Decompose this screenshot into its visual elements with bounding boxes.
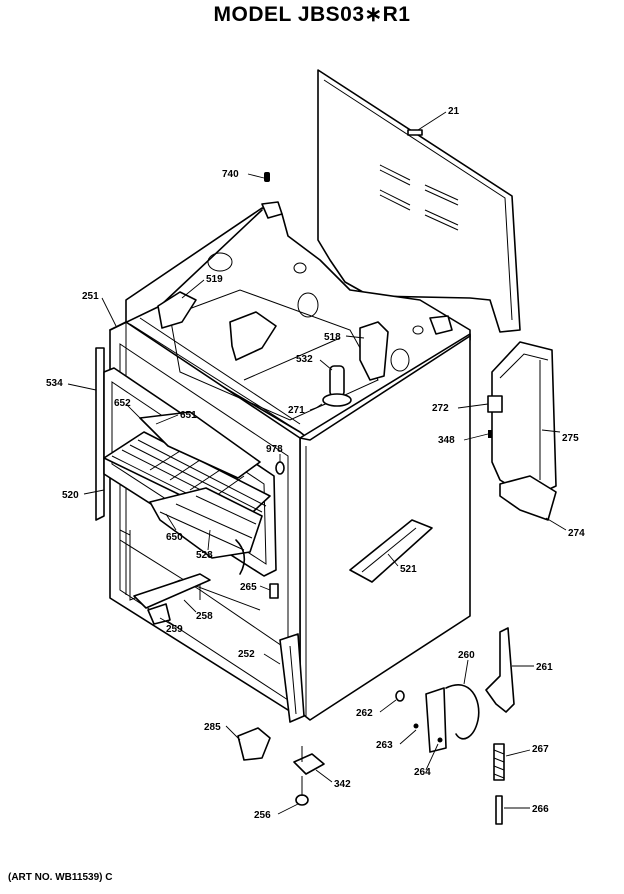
part-21-back-panel [317, 69, 521, 333]
callout-261: 261 [536, 662, 553, 673]
callout-labels: 21 740 519 251 518 532 534 271 272 652 6… [46, 106, 585, 821]
part-528-bake-element [149, 487, 263, 575]
part-532-igniter [315, 365, 352, 409]
part-534-trim [95, 347, 105, 521]
part-267-spring [493, 743, 505, 781]
part-261-hinge-arm [485, 627, 515, 713]
part-348-screw [488, 430, 492, 438]
callout-285: 285 [204, 722, 221, 733]
callout-521: 521 [400, 564, 417, 575]
callout-266: 266 [532, 804, 549, 815]
callout-652: 652 [114, 398, 131, 409]
part-275-rear-cover [491, 341, 557, 499]
callout-978: 978 [266, 444, 283, 455]
part-bracket-inner [229, 311, 277, 361]
part-265-latch [269, 583, 279, 599]
callout-256: 256 [254, 810, 271, 821]
callout-342: 342 [334, 779, 351, 790]
callout-264: 264 [414, 767, 431, 778]
part-262-grommet [395, 690, 405, 702]
callout-740: 740 [222, 169, 239, 180]
diagram-title: MODEL JBS03∗R1 [213, 3, 411, 26]
leader-lines [67, 111, 567, 815]
part-252-front-strip [279, 633, 305, 723]
callout-348: 348 [438, 435, 455, 446]
part-258-hinge-channel [133, 573, 211, 625]
callout-258: 258 [196, 611, 213, 622]
callout-265: 265 [240, 582, 257, 593]
part-518-bracket [359, 321, 389, 381]
callout-263: 263 [376, 740, 393, 751]
callout-534: 534 [46, 378, 63, 389]
part-266-pin [495, 795, 503, 825]
callout-260: 260 [458, 650, 475, 661]
callout-259: 259 [166, 624, 183, 635]
callout-650: 650 [166, 532, 183, 543]
callout-651: 651 [180, 410, 197, 421]
callout-272: 272 [432, 403, 449, 414]
part-740-clip [264, 172, 270, 182]
callout-251: 251 [82, 291, 99, 302]
part-272-terminal-block [487, 395, 503, 413]
callout-271: 271 [288, 405, 305, 416]
callout-520: 520 [62, 490, 79, 501]
part-285-switch [237, 727, 271, 761]
callout-262: 262 [356, 708, 373, 719]
callout-252: 252 [238, 649, 255, 660]
part-260-hinge [413, 684, 480, 753]
callout-519: 519 [206, 274, 223, 285]
callout-21: 21 [448, 106, 460, 117]
callout-274: 274 [568, 528, 585, 539]
part-978-lamp [275, 461, 285, 475]
callout-532: 532 [296, 354, 313, 365]
art-number: (ART NO. WB11539) C [8, 872, 113, 883]
part-519-bracket [157, 291, 197, 329]
callout-275: 275 [562, 433, 579, 444]
callout-518: 518 [324, 332, 341, 343]
part-274-base [499, 475, 557, 521]
part-342-leveler-bracket [293, 746, 325, 806]
callout-528: 528 [196, 550, 213, 561]
callout-267: 267 [532, 744, 549, 755]
part-521-side-bracket [349, 519, 433, 583]
